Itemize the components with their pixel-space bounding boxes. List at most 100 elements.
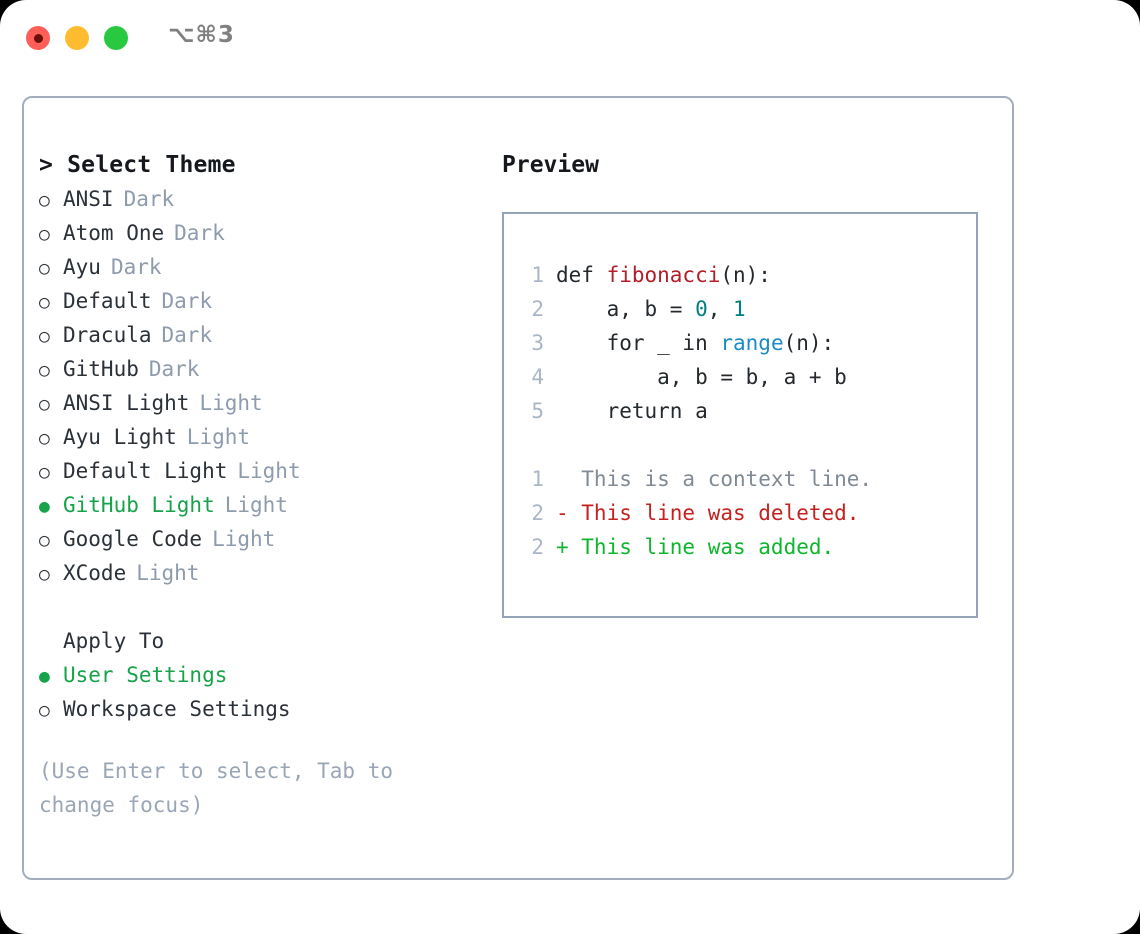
theme-variant-badge: Dark bbox=[123, 187, 175, 211]
maximize-button[interactable] bbox=[104, 26, 128, 50]
token-fn: fibonacci bbox=[606, 263, 721, 287]
line-number: 3 bbox=[531, 331, 544, 355]
diff-sample: 1 This is a context line. 2 - This line wa… bbox=[518, 462, 976, 564]
apply-to-option-user-settings[interactable]: ●User Settings bbox=[39, 658, 489, 692]
theme-option-label: Default bbox=[63, 289, 152, 313]
theme-option-ayu-light[interactable]: ○ Ayu Light Light bbox=[39, 420, 489, 454]
theme-variant-badge: Light bbox=[212, 527, 276, 551]
title-bar: ⌥⌘3 bbox=[0, 0, 1140, 78]
apply-to-option-label: Workspace Settings bbox=[63, 697, 291, 721]
close-button[interactable] bbox=[26, 26, 50, 50]
radio-unselected-icon: ○ bbox=[39, 190, 50, 211]
token-call: range bbox=[720, 331, 784, 355]
code-text: return a bbox=[556, 394, 708, 428]
token-plain: a, b = b, a + b bbox=[556, 365, 847, 389]
radio-unselected-icon: ○ bbox=[39, 428, 50, 449]
token-num: 0 bbox=[695, 297, 708, 321]
radio-unselected-icon: ○ bbox=[39, 394, 50, 415]
radio-unselected-icon: ○ bbox=[39, 530, 50, 551]
code-line: 2 a, b = 0, 1 bbox=[518, 292, 976, 326]
radio-selected-icon: ● bbox=[39, 496, 50, 517]
theme-option-label: XCode bbox=[63, 561, 127, 585]
theme-option-ansi[interactable]: ○ ANSI Dark bbox=[39, 182, 489, 216]
keyboard-hint: (Use Enter to select, Tab to change focu… bbox=[39, 759, 406, 817]
theme-variant-badge: Dark bbox=[161, 289, 213, 313]
code-text: a, b = 0, 1 bbox=[556, 292, 746, 326]
theme-option-label: ANSI Light bbox=[63, 391, 190, 415]
theme-variant-badge: Dark bbox=[148, 357, 200, 381]
diff-text: This is a context line. bbox=[556, 467, 873, 491]
theme-variant-badge: Dark bbox=[161, 323, 213, 347]
theme-option-label: Ayu bbox=[63, 255, 101, 279]
token-plain: (n): bbox=[783, 331, 835, 355]
token-plain: a, b = bbox=[556, 297, 696, 321]
theme-option-ayu[interactable]: ○ Ayu Dark bbox=[39, 250, 489, 284]
radio-unselected-icon: ○ bbox=[39, 224, 50, 245]
token-plain: def bbox=[556, 263, 607, 287]
radio-unselected-icon: ○ bbox=[39, 258, 50, 279]
apply-to-heading: ○ Apply To bbox=[39, 624, 489, 658]
theme-variant-badge: Dark bbox=[110, 255, 162, 279]
theme-option-github-light[interactable]: ● GitHub Light Light bbox=[39, 488, 489, 522]
theme-option-label: Ayu Light bbox=[63, 425, 177, 449]
line-number: 5 bbox=[531, 399, 544, 423]
keyboard-shortcut-label: ⌥⌘3 bbox=[168, 22, 235, 48]
theme-option-google-code[interactable]: ○ Google Code Light bbox=[39, 522, 489, 556]
theme-variant-badge: Light bbox=[199, 391, 263, 415]
radio-unselected-icon: ○ bbox=[39, 462, 50, 483]
radio-unselected-icon: ○ bbox=[39, 360, 50, 381]
diff-line-ctx: 1 This is a context line. bbox=[518, 462, 976, 496]
apply-to-heading-label: Apply To bbox=[63, 629, 165, 653]
window-controls bbox=[26, 26, 128, 50]
theme-option-label: Default Light bbox=[63, 459, 228, 483]
theme-option-label: GitHub Light bbox=[63, 493, 215, 517]
diff-line-add: 2+ This line was added. bbox=[518, 530, 976, 564]
list-spacer bbox=[39, 590, 489, 624]
token-plain: for _ in bbox=[556, 331, 721, 355]
line-number: 1 bbox=[531, 263, 544, 287]
theme-option-label: Atom One bbox=[63, 221, 165, 245]
theme-option-github[interactable]: ○ GitHub Dark bbox=[39, 352, 489, 386]
theme-option-dracula[interactable]: ○ Dracula Dark bbox=[39, 318, 489, 352]
apply-to-options: ●User Settings ○ Workspace Settings bbox=[39, 658, 489, 726]
theme-option-label: Dracula bbox=[63, 323, 152, 347]
code-line: 1 def fibonacci(n): bbox=[518, 258, 976, 292]
line-number: 2 bbox=[531, 297, 544, 321]
preview-title: Preview bbox=[502, 152, 599, 178]
theme-variant-badge: Light bbox=[224, 493, 288, 517]
theme-option-label: ANSI bbox=[63, 187, 114, 211]
theme-variant-badge: Light bbox=[136, 561, 200, 585]
apply-to-option-workspace-settings[interactable]: ○ Workspace Settings bbox=[39, 692, 489, 726]
theme-variant-badge: Light bbox=[186, 425, 251, 449]
diff-line-del: 2 - This line was deleted. bbox=[518, 496, 976, 530]
diff-text: - This line was deleted. bbox=[556, 501, 860, 525]
heading-marker-placeholder: ○ bbox=[39, 626, 63, 660]
radio-unselected-icon: ○ bbox=[39, 326, 50, 347]
token-num: 1 bbox=[733, 297, 746, 321]
code-line: 4 a, b = b, a + b bbox=[518, 360, 976, 394]
panel-title: > Select Theme bbox=[39, 152, 236, 178]
token-plain: return a bbox=[556, 399, 708, 423]
code-text: def fibonacci(n): bbox=[556, 258, 771, 292]
token-plain: , bbox=[707, 297, 734, 321]
diff-text: + This line was added. bbox=[556, 535, 835, 559]
theme-option-label: Google Code bbox=[63, 527, 203, 551]
radio-unselected-icon: ○ bbox=[39, 564, 50, 585]
code-diff-separator bbox=[518, 428, 976, 462]
theme-option-ansi-light[interactable]: ○ ANSI Light Light bbox=[39, 386, 489, 420]
line-number: 2 bbox=[531, 501, 544, 525]
theme-option-xcode[interactable]: ○ XCode Light bbox=[39, 556, 489, 590]
radio-unselected-icon: ○ bbox=[39, 700, 50, 721]
theme-option-label: GitHub bbox=[63, 357, 139, 381]
line-number: 1 bbox=[531, 467, 544, 491]
minimize-button[interactable] bbox=[65, 26, 89, 50]
